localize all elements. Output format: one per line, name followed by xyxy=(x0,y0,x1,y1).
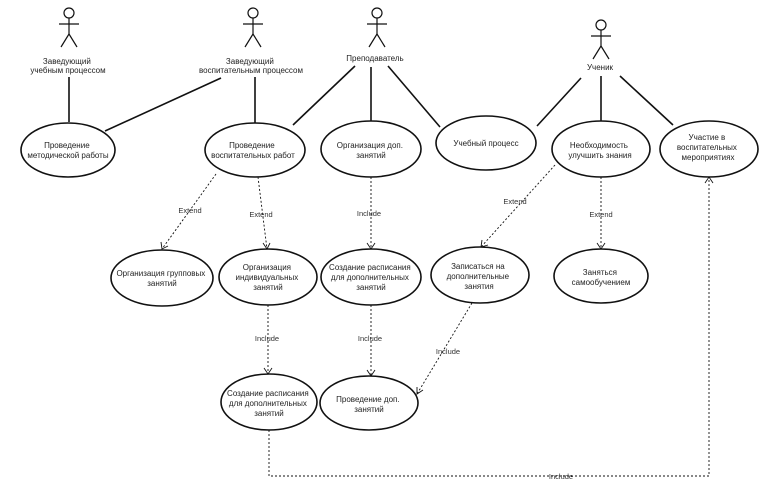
association-a2-u1 xyxy=(104,77,222,132)
use-case-u13 xyxy=(319,375,419,431)
use-case-label-u9: Создание расписания для дополнительных з… xyxy=(329,263,413,292)
use-case-label-u7: Организация групповых занятий xyxy=(116,269,207,288)
relation-u9-u13 xyxy=(366,305,376,377)
use-case-label-u13: Проведение доп. занятий xyxy=(336,395,402,414)
use-case-label-u5: Необходимость улучшить знания xyxy=(568,141,631,160)
relation-u2-u7 xyxy=(160,173,217,250)
relation-u12-u6 xyxy=(268,176,714,477)
association-a3-u2 xyxy=(292,65,356,126)
relation-u5-u10 xyxy=(480,164,556,248)
relation-u10-u13 xyxy=(416,302,473,395)
actor-uchenik xyxy=(591,19,611,60)
use-case-u2 xyxy=(204,122,306,178)
relation-u8-u12 xyxy=(263,305,273,375)
relation-label-u5-u10: Extend xyxy=(503,197,526,206)
relation-u2-u8 xyxy=(257,176,271,250)
actor-label-a1: Заведующий учебным процессом xyxy=(30,57,105,75)
use-case-label-u1: Проведение методической работы xyxy=(27,141,108,160)
relation-label-u10-u13: Include xyxy=(436,347,460,356)
use-case-label-u3: Организация доп. занятий xyxy=(337,141,405,160)
use-case-label-u4: Учебный процесс xyxy=(453,139,518,148)
relation-label-u8-u12: Include xyxy=(255,334,279,343)
relation-label-u5-u11: Extend xyxy=(589,210,612,219)
relation-label-u12-u6: Include xyxy=(549,472,573,481)
relation-label-u9-u13: Include xyxy=(358,334,382,343)
use-case-u4 xyxy=(435,115,537,171)
actor-zaveduyushchiy-uchebnym xyxy=(59,7,79,48)
use-case-label-u2: Проведение воспитательных работ xyxy=(211,141,295,160)
actor-zaveduyushchiy-vospitatelnym xyxy=(243,7,263,48)
association-a4-u4 xyxy=(536,77,582,127)
relation-label-u2-u7: Extend xyxy=(178,206,201,215)
actor-label-a4: Ученик xyxy=(587,63,614,72)
relation-label-u2-u8: Extend xyxy=(249,210,272,219)
association-a3-u4 xyxy=(387,65,441,128)
relation-u5-u11 xyxy=(596,177,606,250)
relation-label-u3-u9: Include xyxy=(357,209,381,218)
use-case-u1 xyxy=(20,122,116,178)
actor-label-a3: Преподаватель xyxy=(346,54,403,63)
relation-u3-u9 xyxy=(366,177,376,250)
actor-label-a2: Заведующий воспитательным процессом xyxy=(199,57,303,75)
use-case-label-u10: Записаться на дополнительные занятия xyxy=(447,262,512,291)
use-case-label-u6: Участие в воспитательных мероприятиях xyxy=(677,133,739,162)
use-case-u10 xyxy=(430,246,530,304)
association-a4-u6 xyxy=(619,75,674,126)
use-case-label-u8: Организация индивидуальных занятий xyxy=(235,263,300,292)
use-case-u7 xyxy=(110,249,214,307)
use-case-label-u11: Заняться самообучением xyxy=(572,268,631,287)
actor-prepodavatel xyxy=(367,7,387,48)
use-case-label-u12: Создание расписания для дополнительных з… xyxy=(227,389,311,418)
